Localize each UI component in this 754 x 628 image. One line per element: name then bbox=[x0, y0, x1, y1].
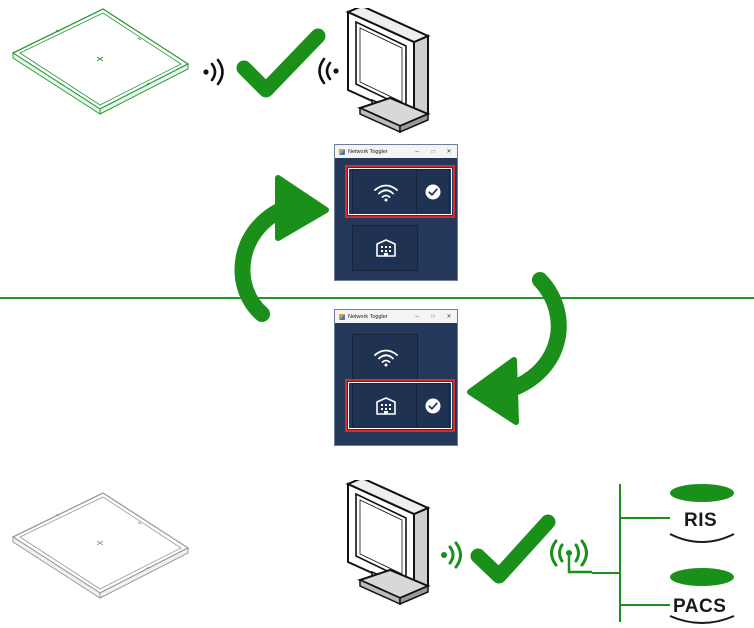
xray-detector-active bbox=[11, 8, 190, 115]
network-branch-ris bbox=[620, 517, 670, 519]
signal-emit-icon bbox=[203, 58, 224, 86]
wired-signal-emit-icon bbox=[441, 541, 462, 569]
selected-check-icon bbox=[425, 398, 441, 414]
database-cylinder bbox=[669, 568, 735, 624]
xray-detector-inactive bbox=[11, 492, 190, 599]
workstation-monitor bbox=[345, 480, 431, 606]
access-point-icon bbox=[550, 539, 592, 574]
selection-highlight bbox=[345, 379, 455, 432]
building-network-icon bbox=[376, 239, 396, 257]
window-title: Network Toggler bbox=[348, 313, 388, 320]
workstation-monitor bbox=[345, 8, 431, 134]
database-label-ris: RIS bbox=[684, 510, 718, 531]
database-label-pacs: PACS bbox=[673, 596, 727, 617]
close-button[interactable]: ✕ bbox=[446, 149, 452, 155]
section-divider bbox=[0, 297, 754, 299]
wired-option-button[interactable] bbox=[352, 383, 450, 429]
selected-check-icon bbox=[425, 184, 441, 200]
database-cylinder bbox=[669, 484, 735, 543]
window-title: Network Toggler bbox=[348, 148, 388, 155]
window-titlebar: Network Toggler – □ ✕ bbox=[335, 310, 457, 323]
app-icon bbox=[339, 148, 345, 155]
close-button[interactable]: ✕ bbox=[446, 314, 452, 320]
switch-to-wifi-arrow bbox=[234, 175, 329, 322]
network-branch-pacs bbox=[620, 604, 670, 606]
app-icon bbox=[339, 313, 345, 320]
switch-to-wired-arrow bbox=[467, 272, 567, 425]
minimize-button[interactable]: – bbox=[415, 148, 419, 155]
selection-highlight bbox=[345, 165, 455, 218]
wifi-icon bbox=[374, 184, 398, 202]
network-bus-vertical bbox=[619, 484, 621, 622]
minimize-button[interactable]: – bbox=[415, 313, 419, 320]
signal-receive-icon bbox=[318, 57, 339, 85]
wifi-option-button[interactable] bbox=[352, 334, 418, 380]
wifi-icon bbox=[374, 349, 398, 367]
maximize-button[interactable]: □ bbox=[431, 148, 435, 155]
connection-ok-check-icon bbox=[470, 514, 556, 584]
building-network-icon bbox=[376, 397, 396, 415]
network-toggler-window-wifi: Network Toggler – □ ✕ bbox=[334, 144, 458, 281]
network-bus bbox=[592, 572, 620, 574]
network-toggler-window-wired: Network Toggler – □ ✕ bbox=[334, 309, 458, 446]
window-titlebar: Network Toggler – □ ✕ bbox=[335, 145, 457, 158]
wired-option-button[interactable] bbox=[352, 225, 418, 271]
connection-ok-check-icon bbox=[236, 28, 326, 98]
maximize-button[interactable]: □ bbox=[431, 313, 435, 320]
wifi-option-button[interactable] bbox=[352, 169, 450, 215]
